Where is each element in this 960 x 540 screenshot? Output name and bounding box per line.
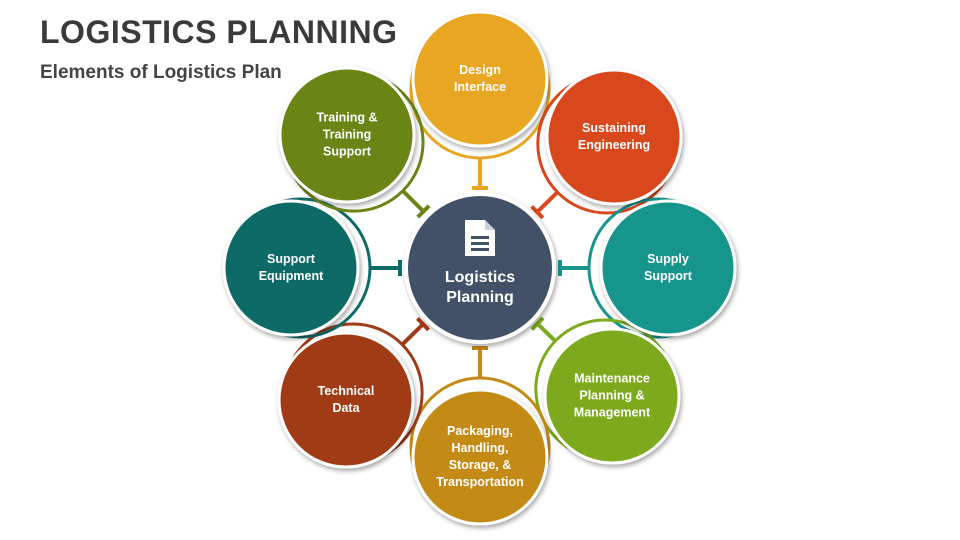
document-icon	[465, 220, 495, 256]
support-equipment-label-line-2: Equipment	[258, 269, 324, 283]
packaging-label-line-2: Handling,	[451, 441, 509, 455]
design-label-line-1: Design	[459, 63, 501, 77]
supply-circle	[599, 199, 737, 337]
sustaining-connector	[535, 190, 559, 214]
packaging-label-line-3: Storage, &	[448, 458, 512, 472]
center-circle	[404, 192, 556, 344]
training-label-line-1: Training &	[316, 110, 378, 125]
page-title: LOGISTICS PLANNING	[40, 14, 398, 50]
supply-label-line-2: Support	[644, 269, 692, 283]
sustaining-label-line-2: Engineering	[577, 138, 651, 152]
center-label-line-2: Planning	[446, 289, 514, 306]
support-equipment-circle	[222, 199, 360, 337]
supply-label-line-1: Supply	[647, 252, 689, 266]
technical-circle	[277, 331, 415, 469]
training-label-line-2: Training	[322, 127, 372, 142]
maintenance-label-line-2: Planning &	[579, 388, 645, 403]
training-connector	[401, 189, 425, 213]
technical-connector	[400, 322, 425, 346]
maintenance-connector	[536, 322, 557, 343]
training-circle	[278, 66, 416, 204]
maintenance-label-line-1: Maintenance	[574, 371, 650, 386]
packaging-label-line-1: Packaging,	[447, 424, 513, 438]
design-label-line-2: Interface	[453, 80, 507, 94]
packaging-label: Packaging, Handling, Storage, & Transportat…	[430, 423, 530, 491]
maintenance-circle	[543, 327, 681, 465]
packaging-circle	[411, 388, 549, 526]
sustaining-circle	[545, 68, 683, 206]
technical-connector-bar	[415, 317, 431, 332]
training-connector-bar	[416, 204, 431, 219]
maintenance-label-line-3: Management	[573, 405, 651, 420]
packaging-label-line-4: Transportation	[436, 475, 524, 489]
node-circles	[222, 10, 737, 526]
sustaining-connector-bar	[530, 204, 545, 220]
center-label: Logistics Planning	[425, 268, 535, 308]
support-equipment-label-line-1: Support	[267, 252, 315, 266]
page-subtitle: Elements of Logistics Plan	[40, 62, 282, 83]
technical-label-line-1: Technical	[317, 384, 375, 398]
sustaining-label-line-1: Sustaining	[582, 121, 646, 135]
node-connectors	[370, 158, 589, 378]
training-label-line-3: Support	[323, 144, 371, 159]
technical-label-line-2: Data	[332, 401, 360, 415]
maintenance-connector-bar	[530, 316, 545, 331]
design-circle	[411, 10, 549, 148]
center-label-line-1: Logistics	[444, 269, 516, 286]
